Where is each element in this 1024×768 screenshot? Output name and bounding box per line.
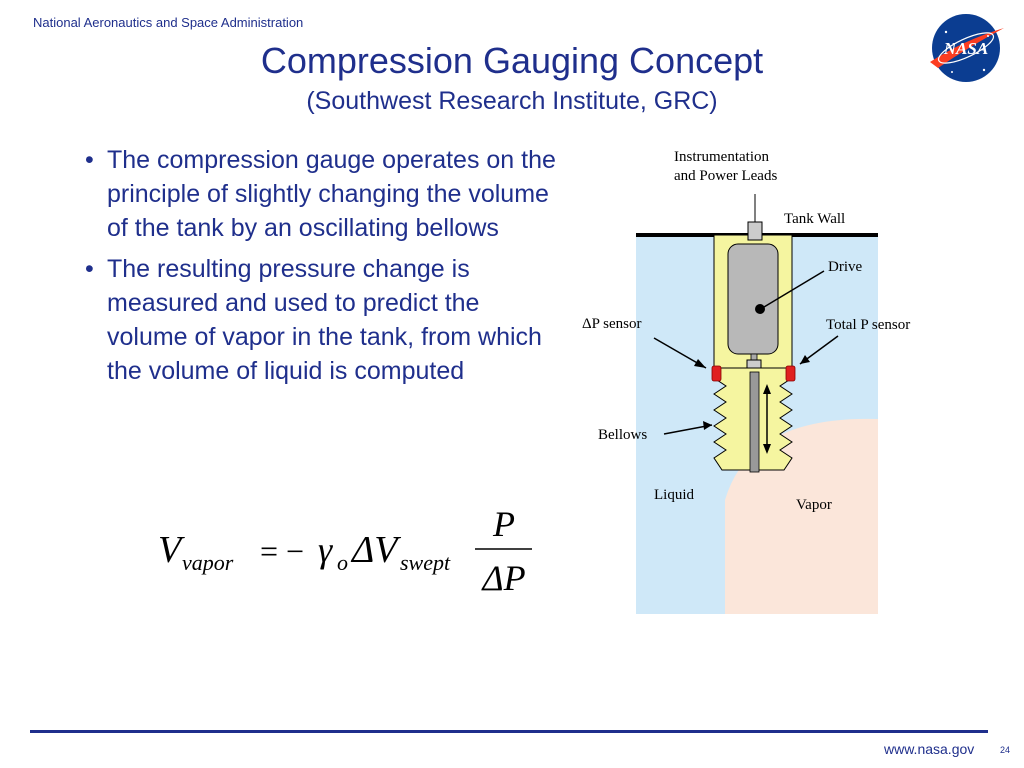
vapor-volume-equation: V vapor = − γ o ΔV swept P ΔP — [158, 504, 532, 598]
tank-wall-label: Tank Wall — [784, 211, 845, 227]
eq-numerator: P — [492, 504, 515, 544]
page-title: Compression Gauging Concept — [260, 40, 764, 81]
bellows-label: Bellows — [598, 427, 647, 443]
bullet-marker: • — [85, 255, 94, 283]
svg-text:NASA: NASA — [943, 39, 988, 58]
footer-url: www.nasa.gov — [884, 741, 975, 757]
page-subtitle: (Southwest Research Institute, GRC) — [306, 87, 718, 115]
eq-denominator: ΔP — [480, 558, 525, 598]
total-p-sensor-label: Total P sensor — [826, 317, 910, 333]
total-p-sensor — [785, 365, 796, 382]
page-number: 24 — [1000, 745, 1011, 755]
organization-name: National Aeronautics and Space Administr… — [33, 15, 304, 30]
nasa-logo: NASA — [930, 14, 1004, 82]
liquid-label: Liquid — [654, 487, 694, 503]
eq-delta-v-subscript: swept — [400, 550, 451, 575]
drive-pivot — [755, 304, 765, 314]
instrumentation-label-line2: and Power Leads — [674, 168, 777, 184]
drive-leader — [763, 270, 825, 308]
eq-equals-minus: = − — [260, 533, 304, 569]
bullet-text: The resulting pressure change is measure… — [107, 255, 542, 385]
bullet-text: The compression gauge operates on the pr… — [107, 146, 556, 242]
bellows-rod — [749, 371, 760, 473]
eq-gamma: γ — [318, 530, 333, 570]
drive-unit — [727, 243, 779, 355]
drive-label: Drive — [828, 259, 862, 275]
dp-sensor — [711, 365, 722, 382]
eq-v-symbol: V — [158, 529, 185, 571]
bullet-item: • The resulting pressure change is measur… — [83, 252, 563, 388]
footer-divider — [30, 730, 988, 733]
dp-sensor-label: ΔP sensor — [582, 316, 642, 332]
compression-gauge-diagram: Instrumentation and Power Leads Tank Wal… — [582, 149, 910, 614]
bullet-list: • The compression gauge operates on the p… — [83, 143, 563, 395]
bullet-item: • The compression gauge operates on the p… — [83, 143, 563, 245]
vapor-label: Vapor — [796, 497, 832, 513]
instrumentation-label: Instrumentation — [674, 149, 769, 165]
bullet-marker: • — [85, 146, 94, 174]
instrumentation-connector — [747, 221, 763, 241]
eq-delta-v: ΔV — [350, 529, 401, 571]
eq-gamma-subscript: o — [337, 550, 348, 575]
eq-v-subscript: vapor — [182, 550, 234, 575]
